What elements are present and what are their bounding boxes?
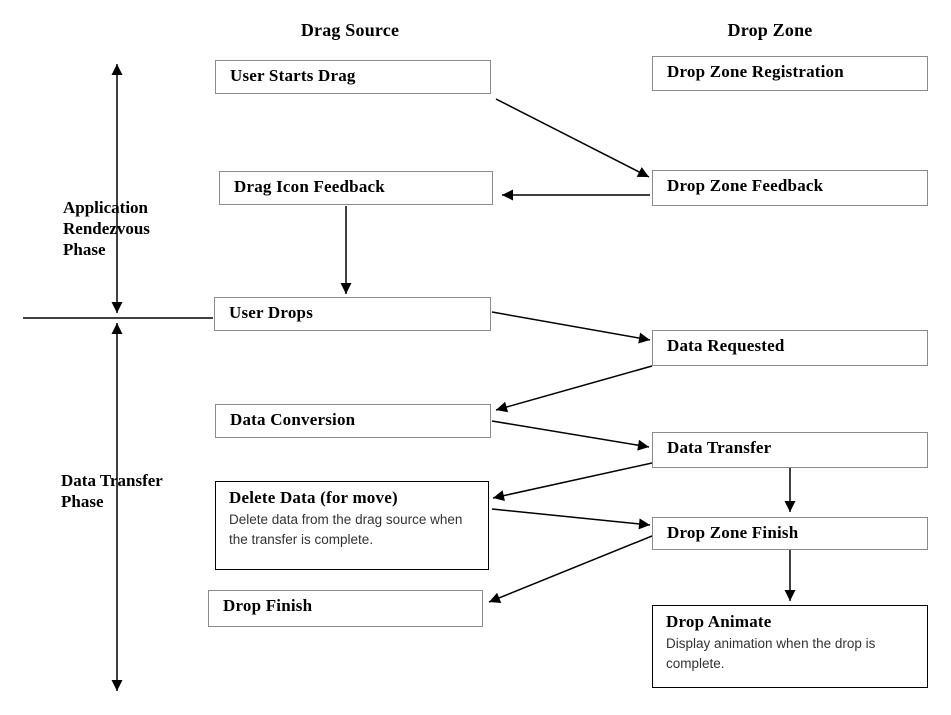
node-delete-data: Delete Data (for move) Delete data from … <box>215 481 489 570</box>
node-desc-drop-animate: Display animation when the drop is compl… <box>666 636 876 671</box>
arrow-user-starts-drag-to-drop-zone-feedback <box>495 98 650 178</box>
arrow-user-drops-to-data-requested <box>491 311 651 344</box>
arrow-delete-data-to-drop-zone-finish <box>491 508 651 530</box>
node-drop-finish: Drop Finish <box>208 590 483 627</box>
node-title-drop-finish: Drop Finish <box>223 596 313 615</box>
node-drop-zone-registration: Drop Zone Registration <box>652 56 928 91</box>
node-drag-icon-feedback: Drag Icon Feedback <box>219 171 493 205</box>
node-drop-animate: Drop Animate Display animation when the … <box>652 605 928 688</box>
node-title-data-requested: Data Requested <box>667 336 785 355</box>
node-title-drop-animate: Drop Animate <box>666 612 772 631</box>
node-title-user-drops: User Drops <box>229 303 314 322</box>
node-title-user-starts-drag: User Starts Drag <box>230 66 356 85</box>
node-desc-delete-data: Delete data from the drag source when th… <box>229 512 463 547</box>
node-data-transfer: Data Transfer <box>652 432 928 468</box>
phase-label-application-rendezvous: Application Rendezvous Phase <box>63 198 150 259</box>
node-user-starts-drag: User Starts Drag <box>215 60 491 94</box>
node-data-requested: Data Requested <box>652 330 928 366</box>
node-title-data-transfer: Data Transfer <box>667 438 772 457</box>
phase-label-data-transfer: Data Transfer Phase <box>61 471 163 511</box>
arrow-data-transfer-to-delete-data <box>492 462 653 502</box>
node-data-conversion: Data Conversion <box>215 404 491 438</box>
node-title-drop-zone-feedback: Drop Zone Feedback <box>667 176 824 195</box>
node-drop-zone-finish: Drop Zone Finish <box>652 517 928 550</box>
column-header-drop-zone: Drop Zone <box>727 20 813 40</box>
node-title-drop-zone-registration: Drop Zone Registration <box>667 62 844 81</box>
node-title-drop-zone-finish: Drop Zone Finish <box>667 523 799 542</box>
arrow-data-conversion-to-data-transfer <box>491 420 650 451</box>
arrow-drop-zone-finish-to-drop-finish <box>488 535 653 603</box>
node-drop-zone-feedback: Drop Zone Feedback <box>652 170 928 206</box>
node-title-drag-icon-feedback: Drag Icon Feedback <box>234 177 385 196</box>
node-user-drops: User Drops <box>214 297 491 331</box>
node-title-delete-data: Delete Data (for move) <box>229 488 398 507</box>
arrow-data-requested-to-data-conversion <box>495 365 653 413</box>
column-header-drag-source: Drag Source <box>300 20 400 40</box>
node-title-data-conversion: Data Conversion <box>230 410 356 429</box>
